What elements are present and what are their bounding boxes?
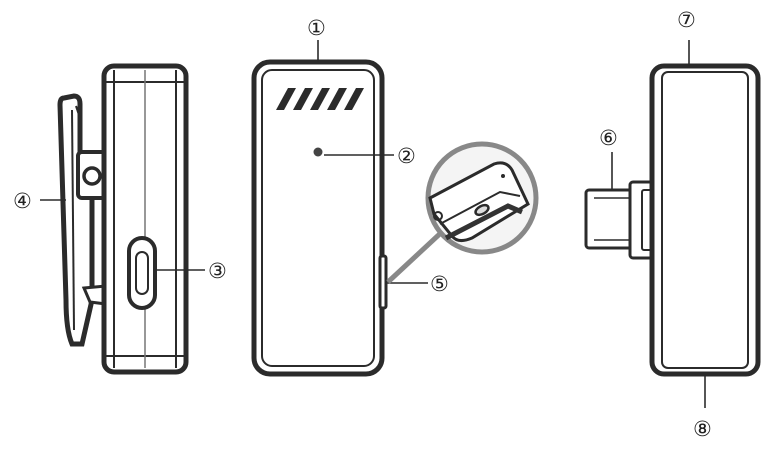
callout-3: ③ xyxy=(208,259,227,283)
zoom-detail xyxy=(386,141,539,284)
callout-7: ⑦ xyxy=(677,8,696,32)
front-view xyxy=(251,59,388,377)
callout-4: ④ xyxy=(13,189,32,213)
callouts: ① ② ③ ④ ⑤ ⑥ ⑦ ⑧ xyxy=(13,8,712,441)
back-view xyxy=(584,63,761,377)
speaker-grille xyxy=(276,88,364,110)
callout-8: ⑧ xyxy=(693,417,712,441)
leaders-front xyxy=(317,40,428,284)
callout-1: ① xyxy=(307,16,326,40)
side-view xyxy=(57,63,189,375)
leaders-back xyxy=(611,40,706,408)
clip xyxy=(57,93,108,347)
leaders-side xyxy=(40,199,205,271)
callout-2: ② xyxy=(397,144,416,168)
usb-c-plug xyxy=(584,180,656,260)
callout-5: ⑤ xyxy=(430,272,449,296)
side-body xyxy=(101,63,189,375)
callout-6: ⑥ xyxy=(599,126,618,150)
microphone-hole xyxy=(313,147,323,157)
